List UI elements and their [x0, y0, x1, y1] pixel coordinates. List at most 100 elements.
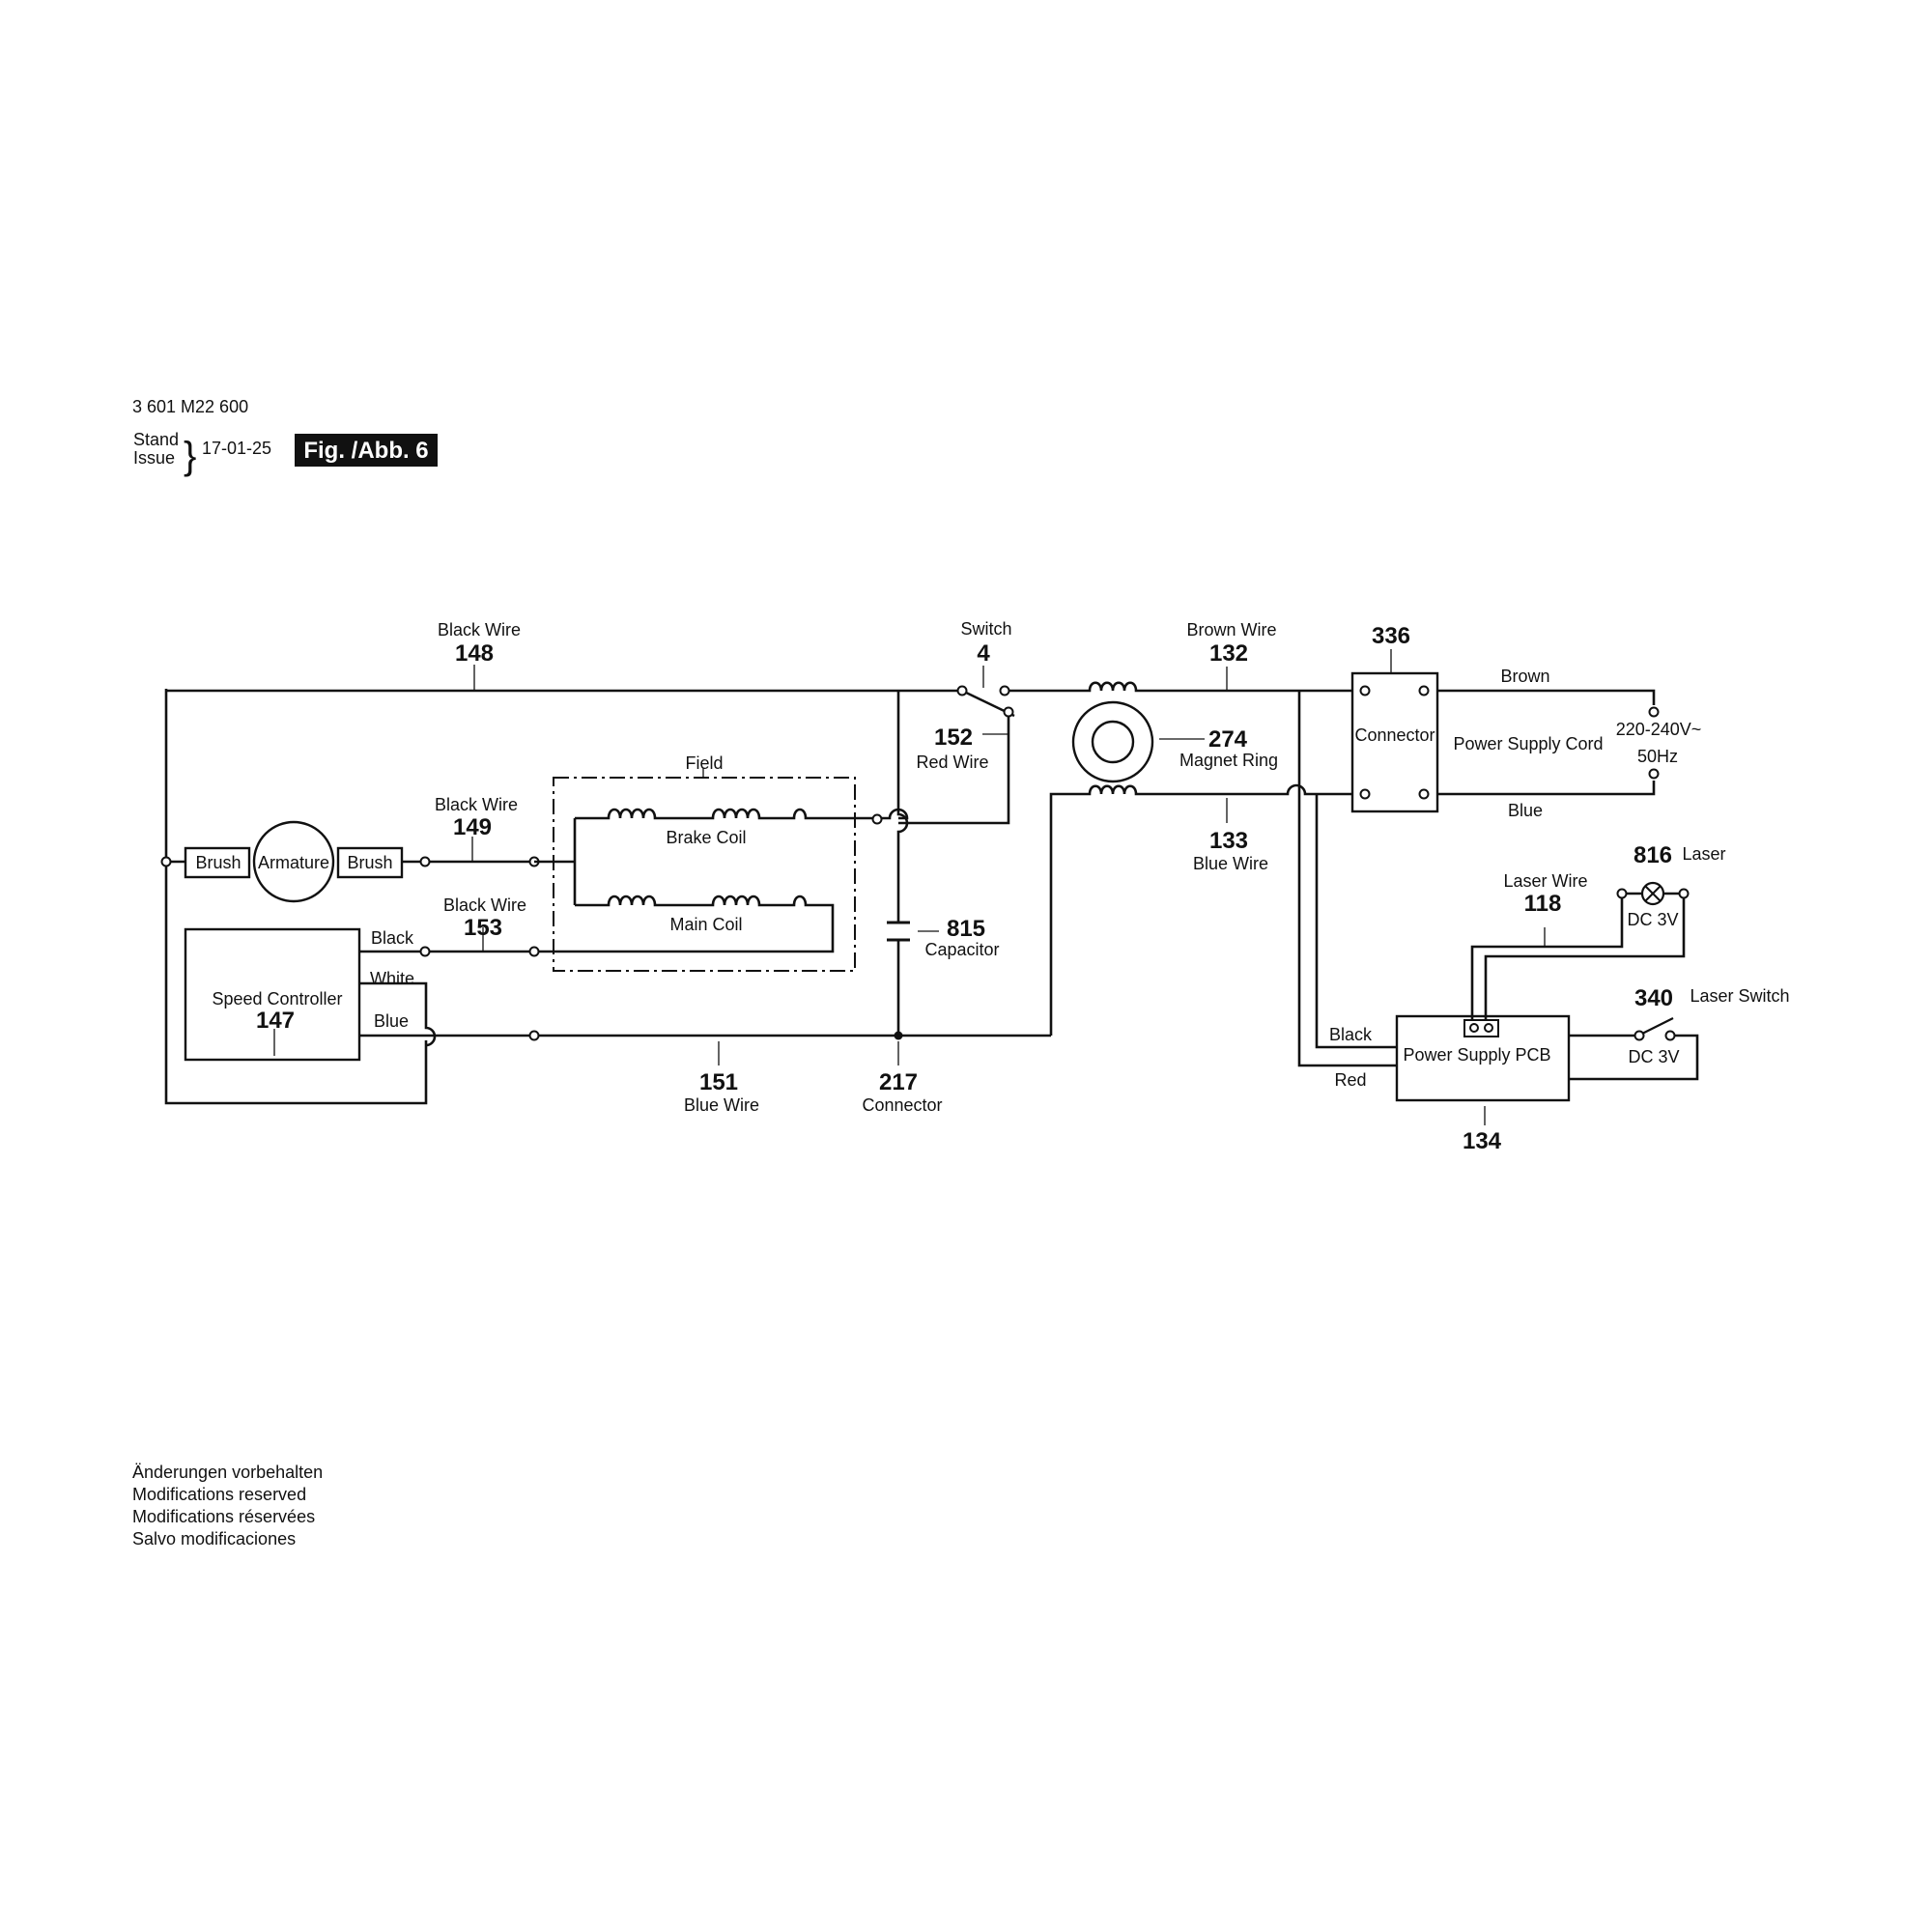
connector-336-label: Connector: [1354, 725, 1435, 745]
black-wire-153-number: 153: [464, 915, 502, 941]
field-label: Field: [685, 753, 723, 773]
pcb-red-wire: [1297, 691, 1397, 1067]
sc-black-label: Black: [371, 928, 414, 948]
footer-line-en: Modifications reserved: [132, 1485, 306, 1504]
laser-wire-118-number: 118: [1524, 891, 1562, 917]
main-coil-wire: [534, 895, 835, 953]
part-number: 3 601 M22 600: [132, 397, 248, 416]
black-wire-148-number: 148: [455, 640, 494, 667]
brown-wire-132-label: Brown Wire: [1186, 620, 1276, 639]
laser-wire-118-line: [1470, 894, 1686, 1020]
issue-date: 17-01-25: [202, 439, 271, 458]
node-connector-217: [894, 1031, 903, 1040]
node-brake-out: [871, 813, 883, 825]
red-wire-152-label: Red Wire: [916, 753, 988, 772]
brush-right-label: Brush: [347, 853, 392, 872]
pcb-black-label: Black: [1329, 1025, 1373, 1044]
node-brush-right: [419, 856, 431, 867]
power-supply-pcb-label: Power Supply PCB: [1403, 1045, 1550, 1065]
switch-number: 4: [977, 640, 990, 667]
switch-label: Switch: [960, 619, 1011, 639]
brown-wire-132-number: 132: [1209, 640, 1248, 667]
main-coil-label: Main Coil: [669, 915, 742, 934]
laser-switch-contact-left: [1634, 1030, 1645, 1041]
brush-left-label: Brush: [195, 853, 241, 872]
laser-switch-number: 340: [1634, 985, 1673, 1011]
pcb-socket-pin-1: [1469, 1023, 1479, 1033]
connector-336-box: [1350, 671, 1439, 813]
voltage-label: 220-240V~: [1616, 720, 1702, 739]
magnet-ring-number: 274: [1208, 726, 1248, 753]
connector-pin-4: [1418, 788, 1430, 800]
pcb-socket-pin-2: [1484, 1023, 1493, 1033]
laser-terminal-right: [1678, 888, 1690, 899]
blue-wire-151-number: 151: [699, 1069, 738, 1095]
stand-label: Stand: [133, 430, 179, 449]
brake-coil-label: Brake Coil: [666, 828, 746, 847]
armature-label: Armature: [258, 853, 329, 872]
connector-pin-3: [1359, 788, 1371, 800]
speed-controller-box: [184, 927, 361, 1062]
frequency-label: 50Hz: [1637, 747, 1678, 766]
power-supply-cord-lines: [1437, 689, 1656, 796]
red-wire-152-line: [898, 713, 1010, 825]
laser-number: 816: [1634, 842, 1672, 868]
figure-badge: [295, 434, 438, 467]
laser-switch-label: Laser Switch: [1690, 986, 1789, 1006]
connector-336-number: 336: [1372, 623, 1410, 649]
magnet-ring-label: Magnet Ring: [1179, 751, 1278, 770]
brake-coil-to-capline: [877, 808, 909, 820]
sc-white-label: White: [370, 969, 414, 988]
capacitor-number: 815: [947, 916, 985, 942]
magnet-ring-inner: [1091, 720, 1135, 764]
pcb-red-label: Red: [1334, 1070, 1366, 1090]
switch-contact-right: [999, 685, 1010, 696]
power-supply-pcb-number: 134: [1463, 1128, 1502, 1154]
black-wire-149-label: Black Wire: [435, 795, 518, 814]
black-wire-148-line: [164, 689, 962, 1105]
speed-controller-label: Speed Controller: [212, 989, 342, 1009]
blue-wire-133-line: [1049, 783, 1352, 1036]
cord-terminal-top: [1648, 706, 1660, 718]
switch-feed-wire: [896, 691, 909, 1036]
blue-wire-151-label: Blue Wire: [684, 1095, 759, 1115]
field-box: [553, 777, 856, 972]
sc-white-wire: [359, 981, 437, 1047]
laser-switch-wire: [1569, 1034, 1699, 1081]
node-blue-151: [528, 1030, 540, 1041]
issue-label: Issue: [133, 448, 175, 468]
cord-brown-label: Brown: [1500, 667, 1549, 686]
footer-line-es: Salvo modificaciones: [132, 1529, 296, 1548]
connector-217-number: 217: [879, 1069, 918, 1095]
brown-wire-132-line: [1052, 681, 1352, 693]
connector-pin-1: [1359, 685, 1371, 696]
footer-line-fr: Modifications réservées: [132, 1507, 315, 1526]
node-left: [160, 856, 172, 867]
black-wire-149-number: 149: [453, 814, 492, 840]
laser-switch-contact-right: [1664, 1030, 1676, 1041]
black-wire-153-label: Black Wire: [443, 895, 526, 915]
laser-dc-label: DC 3V: [1627, 910, 1678, 929]
capacitor-label: Capacitor: [924, 940, 999, 959]
switch-contact-lower: [1003, 706, 1014, 718]
speed-controller-number: 147: [256, 1008, 295, 1034]
blue-wire-133-label: Blue Wire: [1193, 854, 1268, 873]
brush-right-box: [336, 846, 404, 879]
laser-label: Laser: [1682, 844, 1725, 864]
switch-contact-left: [956, 685, 968, 696]
node-field-out: [528, 946, 540, 957]
node-sc-black: [419, 946, 431, 957]
cord-blue-label: Blue: [1508, 801, 1543, 820]
power-supply-cord-label: Power Supply Cord: [1453, 734, 1603, 753]
black-wire-148-label: Black Wire: [438, 620, 521, 639]
connector-pin-2: [1418, 685, 1430, 696]
brush-left-box: [184, 846, 251, 879]
laser-lamp-cross-2: [1644, 885, 1662, 902]
sc-blue-label: Blue: [374, 1011, 409, 1031]
laser-wire-118-label: Laser Wire: [1503, 871, 1587, 891]
pcb-black-wire: [1315, 794, 1397, 1049]
brace: }: [184, 435, 196, 477]
red-wire-152-number: 152: [934, 724, 973, 751]
figure-label: Fig. /Abb. 6: [303, 438, 428, 464]
